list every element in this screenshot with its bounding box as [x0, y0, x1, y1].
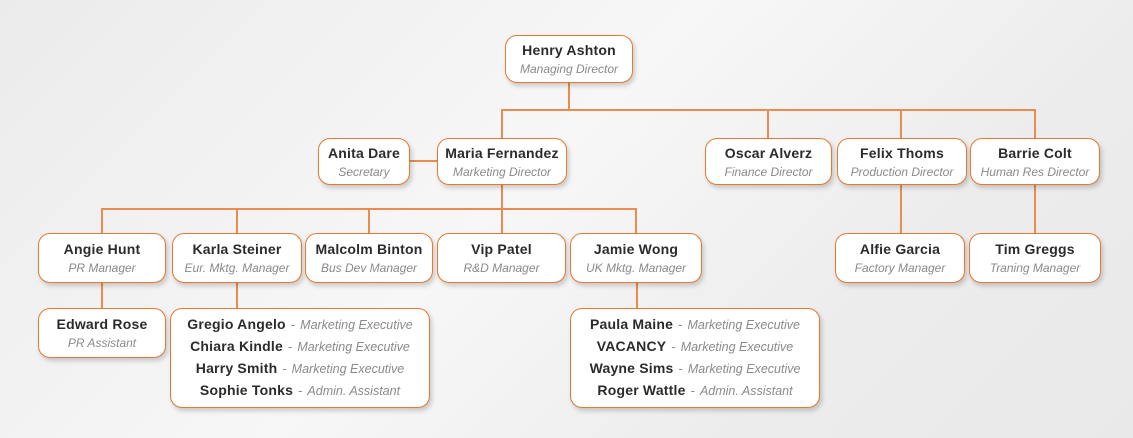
connector-line — [236, 209, 238, 233]
person-title: PR Manager — [68, 261, 136, 275]
member-role: Admin. Assistant — [699, 384, 793, 398]
member-row: Chiara Kindle-Marketing Executive — [190, 336, 410, 358]
person-title: R&D Manager — [463, 261, 540, 275]
member-role: Marketing Executive — [687, 318, 801, 332]
person-name: Alfie Garcia — [859, 241, 941, 257]
org-group-uk-marketing-team: Paula Maine-Marketing Executive VACANCY-… — [570, 308, 820, 408]
connector-line — [1034, 184, 1036, 233]
member-name: VACANCY — [596, 338, 667, 354]
connector-line — [635, 209, 637, 233]
member-row: VACANCY-Marketing Executive — [597, 336, 794, 358]
connector-line — [501, 110, 503, 138]
person-title: Secretary — [338, 164, 390, 179]
member-name: Sophie Tonks — [199, 382, 294, 398]
person-title: Managing Director — [519, 62, 619, 76]
person-title: Traning Manager — [989, 261, 1081, 275]
person-name: Maria Fernandez — [445, 144, 559, 161]
org-node-karla-steiner: Karla Steiner Eur. Mktg. Manager — [172, 233, 302, 283]
person-title: UK Mktg. Manager — [585, 261, 687, 275]
separator: - — [671, 339, 676, 354]
person-title: Bus Dev Manager — [320, 261, 418, 275]
person-title: PR Assistant — [67, 336, 137, 350]
member-role: Admin. Assistant — [307, 384, 401, 398]
person-name: Angie Hunt — [63, 241, 141, 257]
connector-line — [410, 160, 437, 162]
person-title: Human Res Director — [980, 164, 1090, 179]
member-role: Marketing Executive — [291, 362, 405, 376]
connector-line — [101, 283, 103, 308]
person-title: Finance Director — [724, 164, 813, 179]
org-node-maria-fernandez: Maria Fernandez Marketing Director — [437, 138, 567, 185]
member-row: Gregio Angelo-Marketing Executive — [187, 314, 412, 336]
member-row: Roger Wattle-Admin. Assistant — [597, 380, 792, 402]
org-node-oscar-alverz: Oscar Alverz Finance Director — [705, 138, 832, 185]
member-role: Marketing Executive — [297, 340, 410, 354]
member-name: Harry Smith — [195, 360, 278, 376]
connector-line — [568, 83, 570, 110]
org-node-barrie-colt: Barrie Colt Human Res Director — [970, 138, 1100, 185]
org-node-angie-hunt: Angie Hunt PR Manager — [38, 233, 166, 283]
connector-line — [636, 283, 638, 308]
connector-line — [368, 209, 370, 233]
org-node-tim-greggs: Tim Greggs Traning Manager — [969, 233, 1101, 283]
person-name: Oscar Alverz — [724, 144, 813, 161]
person-name: Anita Dare — [327, 144, 401, 161]
connector-line — [900, 110, 902, 138]
separator: - — [298, 383, 303, 398]
member-role: Marketing Executive — [680, 340, 794, 354]
org-node-vip-patel: Vip Patel R&D Manager — [437, 233, 566, 283]
org-node-felix-thoms: Felix Thoms Production Director — [837, 138, 967, 185]
connector-line — [236, 283, 238, 308]
separator: - — [678, 317, 683, 332]
person-name: Vip Patel — [471, 241, 532, 257]
member-row: Paula Maine-Marketing Executive — [590, 314, 800, 336]
separator: - — [290, 317, 296, 332]
connector-line — [900, 184, 902, 233]
connector-line — [501, 184, 503, 209]
member-name: Roger Wattle — [597, 382, 686, 398]
member-name: Chiara Kindle — [190, 338, 283, 354]
person-name: Felix Thoms — [860, 144, 944, 161]
separator: - — [690, 383, 695, 398]
member-name: Gregio Angelo — [187, 316, 286, 332]
member-row: Wayne Sims-Marketing Executive — [590, 358, 801, 380]
person-title: Factory Manager — [854, 261, 946, 275]
member-name: Wayne Sims — [589, 360, 674, 376]
org-node-henry-ashton: Henry Ashton Managing Director — [505, 35, 633, 83]
person-name: Karla Steiner — [192, 241, 282, 257]
org-node-anita-dare: Anita Dare Secretary — [318, 138, 410, 185]
connector-line — [1034, 110, 1036, 138]
member-role: Marketing Executive — [687, 362, 801, 376]
connector-line — [101, 209, 103, 233]
person-name: Barrie Colt — [998, 144, 1072, 161]
person-title: Production Director — [850, 164, 954, 179]
member-role: Marketing Executive — [300, 318, 413, 332]
person-title: Eur. Mktg. Manager — [184, 261, 290, 275]
person-title: Marketing Director — [452, 164, 552, 179]
person-name: Malcolm Binton — [315, 241, 423, 257]
org-group-eur-marketing-team: Gregio Angelo-Marketing Executive Chiara… — [170, 308, 430, 408]
member-row: Harry Smith-Marketing Executive — [196, 358, 404, 380]
person-name: Tim Greggs — [995, 241, 1075, 257]
connector-line — [501, 209, 503, 233]
connector-line — [767, 110, 769, 138]
person-name: Edward Rose — [56, 316, 148, 332]
separator: - — [287, 339, 293, 354]
member-row: Sophie Tonks-Admin. Assistant — [200, 380, 400, 402]
separator: - — [282, 361, 287, 376]
person-name: Jamie Wong — [593, 241, 679, 257]
org-node-edward-rose: Edward Rose PR Assistant — [38, 308, 166, 358]
org-node-alfie-garcia: Alfie Garcia Factory Manager — [835, 233, 965, 283]
member-name: Paula Maine — [589, 316, 674, 332]
org-node-jamie-wong: Jamie Wong UK Mktg. Manager — [570, 233, 702, 283]
org-node-malcolm-binton: Malcolm Binton Bus Dev Manager — [305, 233, 433, 283]
separator: - — [678, 361, 683, 376]
person-name: Henry Ashton — [522, 42, 616, 58]
